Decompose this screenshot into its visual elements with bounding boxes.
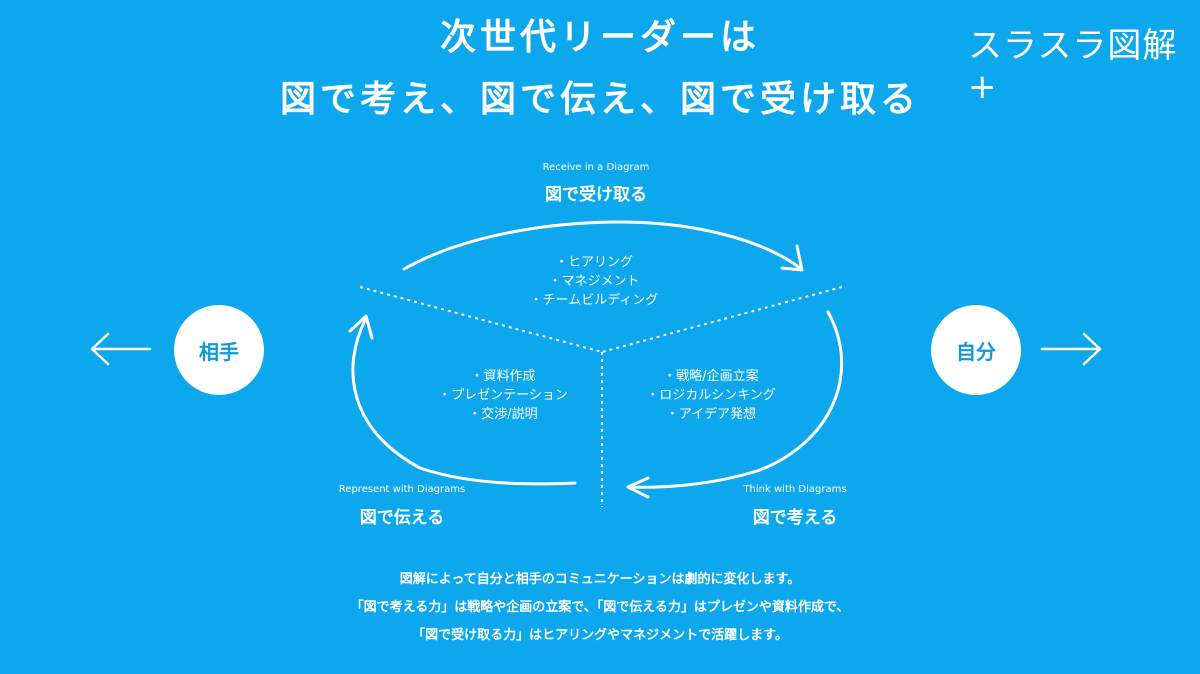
title-line-2: 図で考え、図で伝え、図で受け取る <box>279 79 920 120</box>
footer-line-2: 「図で考える力」は戦略や企画の立案で、「図で伝える力」はプレゼンや資料作成で、 <box>350 600 850 615</box>
list-item: ・交渉/説明 <box>468 407 538 422</box>
receive-ja-label: 図で受け取る <box>545 185 647 205</box>
left-arrow-icon <box>90 332 152 366</box>
logo: スラスラ図解+ <box>968 26 1178 107</box>
footer-line-1: 図解によって自分と相手のコミュニケーションは劇的に変化します。 <box>399 572 801 587</box>
footer-text: 図解によって自分と相手のコミュニケーションは劇的に変化します。 「図で考える力」… <box>0 566 1200 650</box>
top-arc <box>402 220 802 271</box>
left-arc <box>351 316 577 486</box>
think-en-label: Think with Diagrams <box>743 484 847 495</box>
list-item: ・資料作成 <box>470 369 536 384</box>
footer-line-3: 「図で受け取る力」はヒアリングやマネジメントで活躍します。 <box>412 628 788 643</box>
represent-items: ・資料作成 ・プレゼンテーション ・交渉/説明 <box>403 367 603 424</box>
right-arrow-icon <box>1040 332 1102 366</box>
list-item: ・アイデア発想 <box>665 407 757 422</box>
left-arc-arrowhead <box>348 314 374 340</box>
receive-en-label: Receive in a Diagram <box>542 162 650 173</box>
title-line-1: 次世代リーダーは <box>439 17 760 58</box>
right-arc-arrowhead <box>626 476 650 499</box>
list-item: ・戦略/企画立案 <box>663 369 759 384</box>
self-label: 自分 <box>956 339 996 364</box>
list-item: ・チームビルディング <box>529 293 659 308</box>
list-item: ・ヒアリング <box>554 255 633 270</box>
right-arc <box>628 310 844 489</box>
list-item: ・プレゼンテーション <box>438 388 568 403</box>
list-item: ・マネジメント <box>548 274 640 289</box>
partner-circle: 相手 <box>174 305 264 395</box>
partner-label: 相手 <box>199 339 239 364</box>
think-ja-label: 図で考える <box>752 508 838 528</box>
represent-ja-label: 図で伝える <box>359 508 445 528</box>
represent-en-label: Represent with Diagrams <box>338 484 466 495</box>
list-item: ・ロジカルシンキング <box>646 388 776 403</box>
think-items: ・戦略/企画立案 ・ロジカルシンキング ・アイデア発想 <box>611 367 811 424</box>
receive-items: ・ヒアリング ・マネジメント ・チームビルディング <box>494 253 694 310</box>
self-circle: 自分 <box>931 305 1021 395</box>
top-arc-arrowhead <box>780 244 804 272</box>
